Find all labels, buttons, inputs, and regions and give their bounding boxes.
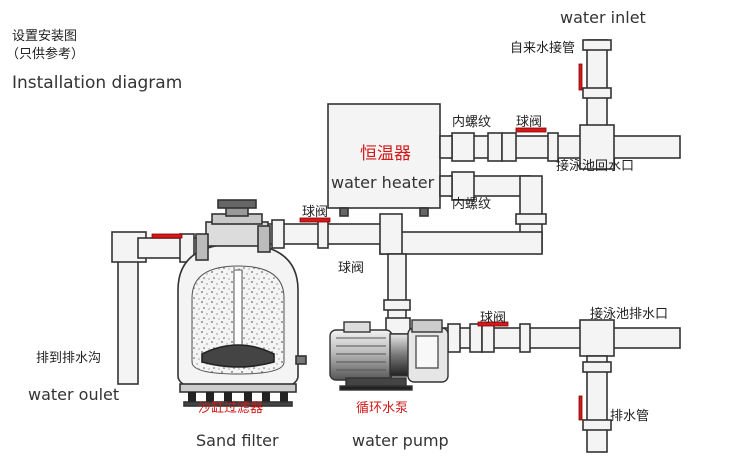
ball-valve-top-label: 球阀 <box>516 115 543 130</box>
drain-pipe-label: 排水管 <box>610 409 650 424</box>
ball-valve-middle-label: 球阀 <box>338 261 365 276</box>
pump-suction-pipe <box>383 253 411 335</box>
sand-filter-label-en: Sand filter <box>196 431 279 450</box>
pump-valve-handle <box>477 321 509 327</box>
return-valve-handle <box>515 127 547 133</box>
sand-filter-label-cn: 沙缸过滤器 <box>198 401 264 416</box>
heater-outlet-pipe <box>379 171 547 255</box>
inlet-vertical-pipe <box>582 39 612 129</box>
filter-heater-pipe <box>267 213 403 255</box>
inlet-valve-handle <box>578 63 583 91</box>
heater-label-en: water heater <box>331 173 435 192</box>
sand-filter <box>177 199 307 407</box>
pump-label-cn: 循环水泵 <box>356 401 409 416</box>
pump-label-en: water pump <box>352 431 449 450</box>
drain-pipe-down <box>582 355 612 453</box>
filter-valve-handle <box>299 217 331 223</box>
tap-water-pipe-label: 自来水接管 <box>510 41 576 56</box>
drain-valve-handle <box>578 395 583 421</box>
outlet-valve-handle <box>151 233 183 239</box>
diagram-title-cn: 设置安装图 <box>12 29 78 44</box>
water-inlet-label: water inlet <box>560 8 646 27</box>
ball-valve-filter-label: 球阀 <box>302 205 329 220</box>
diagram-subtitle-cn: （只供参考） <box>6 47 85 62</box>
inner-thread-bottom-label: 内螺纹 <box>452 197 492 212</box>
drain-ditch-pipe <box>111 231 207 385</box>
ball-valve-pump-label: 球阀 <box>480 311 507 326</box>
water-heater <box>327 103 441 209</box>
drain-ditch-label: 排到排水沟 <box>36 351 102 366</box>
heater-label-cn: 恒温器 <box>360 144 411 164</box>
diagram-title-en: Installation diagram <box>12 73 183 93</box>
inner-thread-top-label: 内螺纹 <box>452 115 492 130</box>
pool-return-label: 接泳池回水口 <box>556 159 635 174</box>
pool-drain-pipe <box>439 319 681 357</box>
water-outlet-label: water oulet <box>28 385 120 404</box>
water-pump <box>329 319 449 391</box>
pool-drain-label: 接泳池排水口 <box>590 307 669 322</box>
return-pipe <box>449 124 681 170</box>
